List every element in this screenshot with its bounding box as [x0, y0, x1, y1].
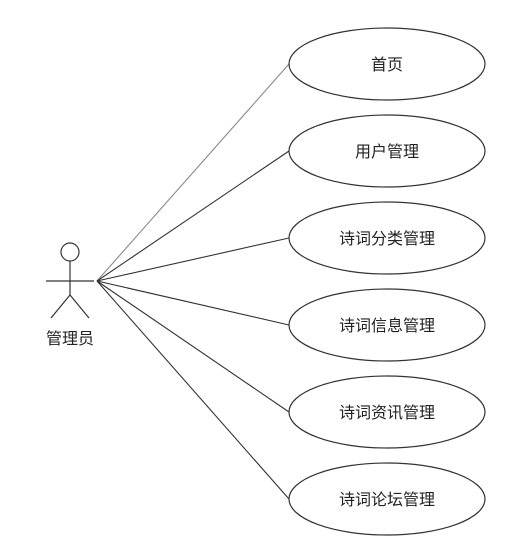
actor-right-leg: [69, 294, 90, 319]
actor-figure: [46, 242, 94, 319]
use-case-poetry-info-management[interactable]: 诗词信息管理: [288, 288, 486, 362]
association-line-home: [96, 63, 290, 282]
use-case-ellipse: [288, 27, 486, 101]
use-case-home[interactable]: 首页: [288, 27, 486, 101]
use-case-poetry-forum-management[interactable]: 诗词论坛管理: [288, 462, 486, 536]
use-case-label: 用户管理: [355, 142, 419, 161]
association-line-forum-mgmt: [96, 280, 290, 500]
association-line-user-mgmt: [96, 150, 290, 282]
use-case-user-management[interactable]: 用户管理: [288, 114, 486, 188]
use-case-ellipse: [288, 114, 486, 188]
actor-left-leg: [50, 294, 71, 319]
use-case-label: 诗词分类管理: [339, 229, 435, 248]
association-line-category-mgmt: [96, 237, 290, 282]
use-case-ellipse: [288, 288, 486, 362]
actor-label: 管理员: [46, 329, 94, 348]
use-case-label: 首页: [371, 55, 403, 74]
association-lines: [96, 63, 290, 500]
use-case-label: 诗词论坛管理: [339, 490, 435, 509]
association-line-info-mgmt: [96, 280, 290, 326]
use-case-label: 诗词信息管理: [339, 316, 435, 335]
actor-head: [60, 242, 80, 262]
use-case-poetry-news-management[interactable]: 诗词资讯管理: [288, 375, 486, 449]
use-case-ellipse: [288, 375, 486, 449]
use-case-label: 诗词资讯管理: [339, 403, 435, 422]
use-case-ellipse: [288, 462, 486, 536]
association-line-news-mgmt: [96, 280, 290, 413]
use-case-ellipse: [288, 201, 486, 275]
use-case-poetry-category-management[interactable]: 诗词分类管理: [288, 201, 486, 275]
